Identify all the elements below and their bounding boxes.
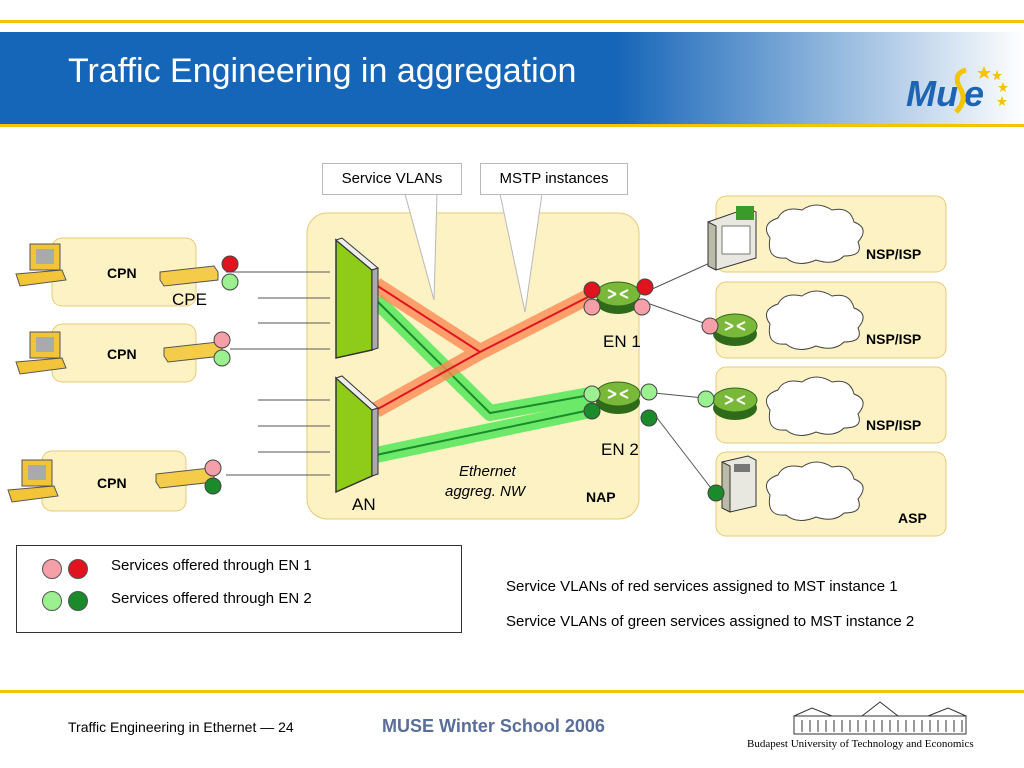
legend-red-dot — [68, 559, 88, 579]
network-diagram — [7, 193, 947, 537]
cpe-label: CPE — [172, 290, 207, 309]
legend-en2-text: Services offered through EN 2 — [111, 590, 312, 607]
pc-icon-2 — [15, 331, 67, 375]
nap-label: NAP — [586, 489, 616, 505]
an-label: AN — [352, 495, 376, 514]
slide-header — [0, 20, 1024, 127]
dot-green — [640, 409, 658, 427]
footer-event-text: MUSE Winter School 2006 — [382, 716, 605, 736]
dot-green — [583, 402, 601, 420]
legend-en1-text: Services offered through EN 1 — [111, 557, 312, 574]
cpn-label-3: CPN — [97, 475, 127, 491]
an-device-2 — [335, 375, 379, 494]
dot-light-red — [204, 459, 222, 477]
footer-left-text: Traffic Engineering in Ethernet — 24 — [68, 719, 294, 735]
dot-red — [583, 281, 601, 299]
nsp-label-3: NSP/ISP — [866, 417, 922, 433]
dot-light-green — [640, 383, 658, 401]
dot-light-red — [701, 317, 719, 335]
legend-light-green-dot — [42, 591, 62, 611]
en2-label: EN 2 — [601, 440, 639, 459]
slide-title: Traffic Engineering in aggregation — [68, 52, 577, 90]
dot-light-green — [221, 273, 239, 291]
cpn-label-2: CPN — [107, 346, 137, 362]
dot-light-green — [583, 385, 601, 403]
muse-logo: Mu e — [904, 60, 1014, 120]
an-device-1 — [334, 237, 380, 359]
footer-university-text: Budapest University of Technology and Ec… — [747, 738, 974, 750]
cpn-label-1: CPN — [107, 265, 137, 281]
cpe-modem-1 — [159, 265, 219, 287]
footer-divider — [0, 690, 1024, 693]
legend-green-dot — [68, 591, 88, 611]
en1-label: EN 1 — [603, 332, 641, 351]
pc-icon-3 — [7, 459, 59, 503]
dot-red — [636, 278, 654, 296]
nsp-label-2: NSP/ISP — [866, 331, 922, 347]
note-green: Service VLANs of green services assigned… — [506, 613, 915, 630]
nsp-router-2 — [712, 313, 758, 346]
svg-text:e: e — [964, 73, 984, 114]
svg-text:Mu: Mu — [906, 73, 958, 114]
mstp-callout: MSTP instances — [480, 163, 628, 195]
legend-light-red-dot — [42, 559, 62, 579]
server-icon-asp — [721, 455, 757, 513]
dot-green — [204, 477, 222, 495]
dot-light-green — [213, 349, 231, 367]
vlans-callout: Service VLANs — [322, 163, 462, 195]
cloud-group — [765, 204, 864, 521]
dot-green — [707, 484, 725, 502]
dot-light-red — [213, 331, 231, 349]
university-building-logo — [793, 701, 967, 735]
ethernet-label-2: aggreg. NW — [445, 483, 526, 500]
en1-router — [595, 281, 641, 314]
en2-router — [595, 381, 641, 414]
pc-icon-1 — [15, 243, 67, 287]
ethernet-label-1: Ethernet — [459, 463, 516, 480]
dot-light-red — [583, 298, 601, 316]
note-red: Service VLANs of red services assigned t… — [506, 578, 898, 595]
asp-label: ASP — [898, 510, 927, 526]
nsp-router-3 — [712, 387, 758, 420]
dot-red — [221, 255, 239, 273]
dot-light-red — [633, 298, 651, 316]
server-icon-1 — [707, 206, 757, 271]
nsp-label-1: NSP/ISP — [866, 246, 922, 262]
dot-light-green — [697, 390, 715, 408]
legend-box: Services offered through EN 1 Services o… — [16, 545, 462, 633]
